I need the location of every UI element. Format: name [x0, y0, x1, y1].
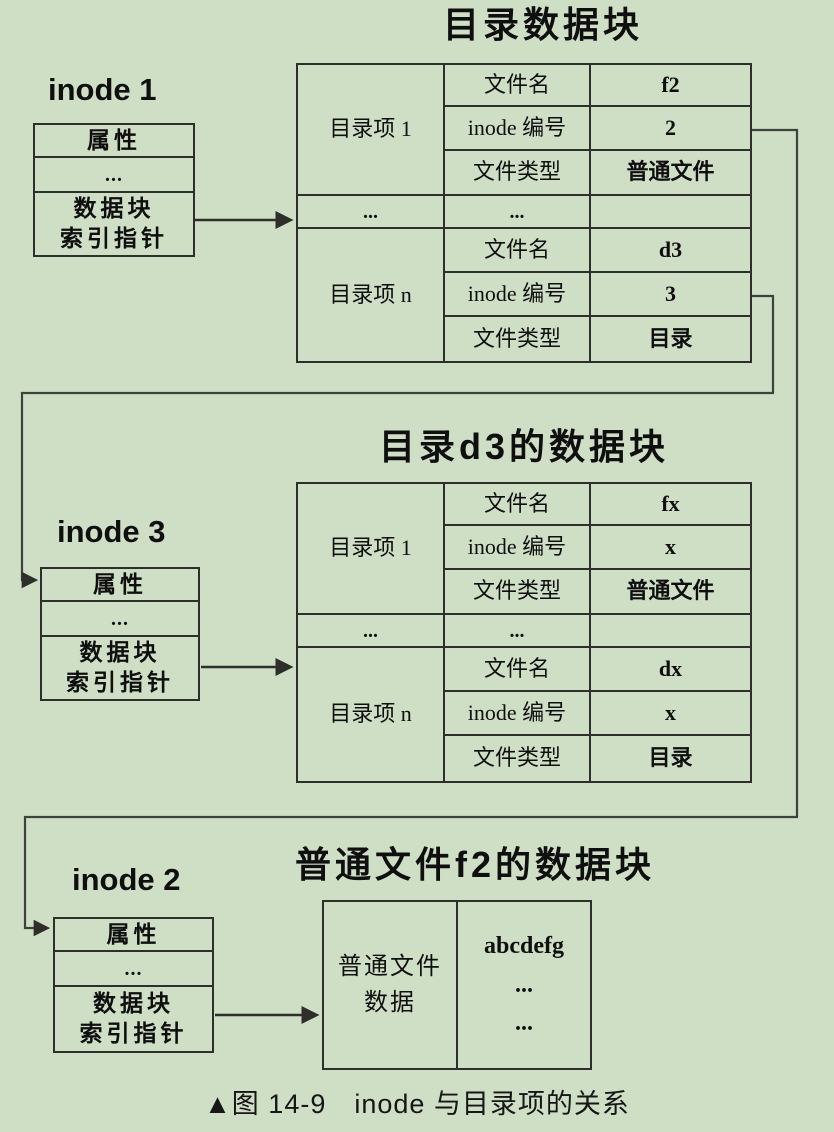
inode2-pointer-line1: 数据块	[93, 991, 174, 1017]
inode1-box: 属性 ... 数据块 索引指针	[33, 123, 195, 257]
file-data-label-cell: 普通文件 数据	[324, 902, 458, 1068]
dots-empty-cell	[591, 615, 750, 648]
value-cell: 普通文件	[591, 151, 750, 196]
field-cell: inode 编号	[445, 526, 591, 570]
inode3-pointer-row: 数据块 索引指针	[42, 637, 198, 699]
value-cell: 3	[591, 273, 750, 317]
value-cell: d3	[591, 229, 750, 273]
dots-empty-cell	[591, 196, 750, 229]
file-content-line: abcdefg	[484, 932, 564, 959]
field-cell: inode 编号	[445, 273, 591, 317]
inode3-dots-row: ...	[42, 602, 198, 637]
field-cell: inode 编号	[445, 692, 591, 736]
inode2-attr-row: 属性	[55, 919, 212, 952]
inode3-label: inode 3	[57, 514, 166, 549]
dots-cell: ...	[445, 615, 591, 648]
inode1-attr-row: 属性	[35, 125, 193, 158]
field-cell: 文件名	[445, 65, 591, 107]
field-cell: 文件类型	[445, 317, 591, 361]
value-cell: 目录	[648, 325, 693, 351]
inode2-box: 属性 ... 数据块 索引指针	[53, 917, 214, 1053]
value-cell: x	[591, 526, 750, 570]
value-cell: dx	[591, 648, 750, 692]
top-section-title: 目录数据块	[442, 4, 643, 45]
dots-cell: ...	[298, 615, 445, 648]
inode1-pointer-row: 数据块 索引指针	[35, 193, 193, 255]
file-data-label-line2: 数据	[364, 990, 416, 1016]
dir-data-block-table: 目录项 1 文件名 f2 inode 编号 2 文件类型 普通文件 ... ..…	[296, 63, 752, 363]
inode1-dots-row: ...	[35, 158, 193, 193]
connector-inode-number-3-to-inode3	[20, 294, 775, 589]
inode2-label: inode 2	[72, 862, 181, 897]
entry1-label-cell: 目录项 1	[298, 484, 445, 615]
figure-caption: ▲图 14-9 inode 与目录项的关系	[204, 1089, 630, 1119]
middle-section-title: 目录d3的数据块	[378, 426, 669, 467]
dots-cell: ...	[298, 196, 445, 229]
inode1-pointer-line1: 数据块	[73, 196, 155, 222]
file-data-content-cell: abcdefg ... ...	[458, 902, 590, 1068]
d3-data-block-table: 目录项 1 文件名 fx inode 编号 x 文件类型 普通文件 ... ..…	[296, 482, 752, 783]
inode3-pointer-line2: 索引指针	[66, 670, 174, 695]
entryn-label-cell: 目录项 n	[298, 229, 445, 361]
value-cell: x	[591, 692, 750, 736]
bottom-section-title: 普通文件f2的数据块	[295, 844, 656, 885]
inode1-label: inode 1	[48, 72, 157, 107]
value-cell: 普通文件	[591, 570, 750, 615]
field-cell: 文件名	[445, 484, 591, 526]
value-cell: fx	[591, 484, 750, 526]
entry1-label-cell: 目录项 1	[298, 65, 445, 196]
connector-inode-number-2-to-inode2	[23, 128, 799, 937]
file-f2-data-block-table: 普通文件 数据 abcdefg ... ...	[322, 900, 592, 1070]
file-data-label-line1: 普通文件	[338, 954, 442, 980]
inode3-pointer-line1: 数据块	[79, 640, 161, 666]
inode3-box: 属性 ... 数据块 索引指针	[40, 567, 200, 701]
field-cell: 文件名	[445, 648, 591, 692]
field-cell: 文件类型	[445, 736, 591, 781]
inode3-attr-row: 属性	[42, 569, 198, 602]
inode2-pointer-row: 数据块 索引指针	[55, 987, 212, 1051]
file-content-line: ...	[515, 971, 533, 998]
inode2-dots-row: ...	[55, 952, 212, 987]
file-content-line: ...	[515, 1010, 533, 1037]
field-cell: inode 编号	[445, 107, 591, 151]
entryn-label-cell: 目录项 n	[298, 648, 445, 781]
field-cell: 文件类型	[445, 570, 591, 615]
value-cell: f2	[591, 65, 750, 107]
field-cell: 文件名	[445, 229, 591, 273]
inode2-pointer-line2: 索引指针	[79, 1021, 188, 1046]
dots-cell: ...	[445, 196, 591, 229]
value-cell: 2	[591, 107, 750, 151]
inode1-pointer-line2: 索引指针	[60, 226, 168, 251]
value-cell: 目录	[648, 745, 693, 771]
field-cell: 文件类型	[445, 151, 591, 196]
